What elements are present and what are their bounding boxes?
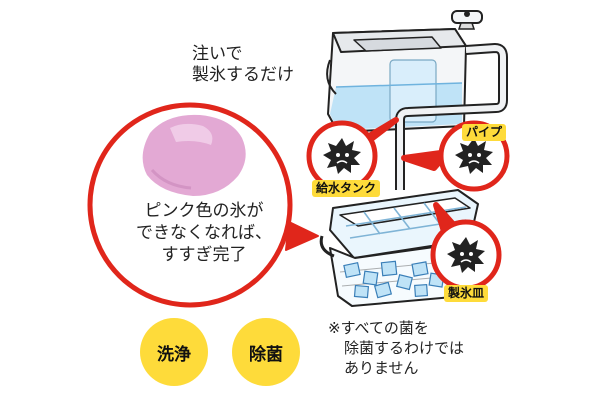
note-line-3: ありません bbox=[344, 359, 419, 377]
wash-badge: 洗浄 bbox=[140, 318, 208, 386]
ice-cube-icon bbox=[343, 260, 445, 299]
germ-icon-tank bbox=[306, 120, 378, 192]
pour-line-1: 注いで bbox=[192, 44, 243, 64]
pour-instruction: 注いで 製氷するだけ bbox=[192, 44, 294, 86]
disclaimer-note: ※すべての菌を 除菌するわけでは ありません bbox=[328, 318, 464, 378]
pink-line-2: できなくなれば、 bbox=[136, 223, 272, 243]
label-water-tank: 給水タンク bbox=[312, 180, 381, 197]
note-line-2: 除菌するわけでは bbox=[344, 339, 465, 357]
germ-icon-tray bbox=[430, 219, 502, 291]
pink-ice-caption: ピンク色の氷が できなくなれば、 すすぎ完了 bbox=[120, 200, 288, 266]
pink-line-3: すすぎ完了 bbox=[161, 245, 247, 265]
note-line-1: ※すべての菌を bbox=[328, 319, 429, 337]
label-pipe: パイプ bbox=[462, 124, 507, 141]
pink-line-1: ピンク色の氷が bbox=[144, 201, 264, 221]
pour-line-2: 製氷するだけ bbox=[192, 65, 294, 85]
sterilize-badge: 除菌 bbox=[232, 318, 300, 386]
label-ice-tray: 製氷皿 bbox=[444, 285, 489, 302]
pink-ice-icon bbox=[142, 114, 246, 196]
water-tank-unit bbox=[326, 10, 508, 190]
